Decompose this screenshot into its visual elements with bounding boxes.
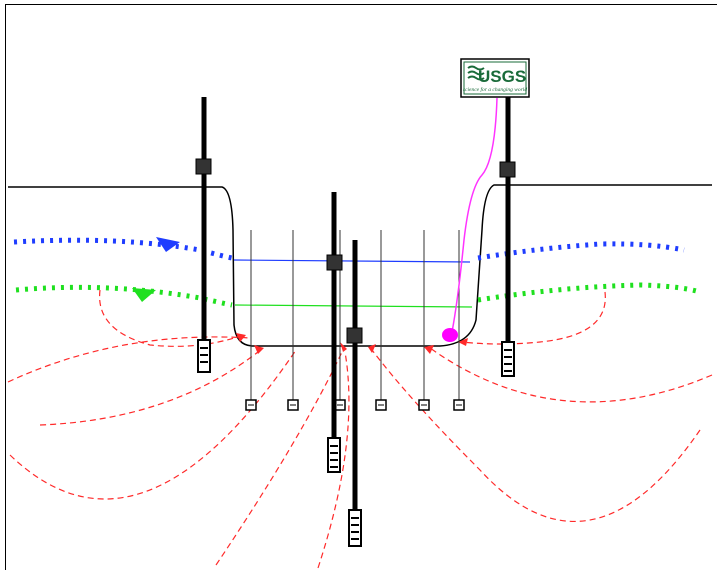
flow-line-4 bbox=[9, 349, 297, 500]
well-junction-boxes bbox=[195, 158, 516, 344]
flow-line-3 bbox=[39, 351, 259, 426]
water-table-lower-left bbox=[15, 284, 233, 308]
water-table-upper-left bbox=[13, 237, 233, 261]
flow-lines bbox=[7, 289, 713, 569]
flow-line-2 bbox=[7, 336, 251, 383]
usgs-logo-tagline: science for a changing world bbox=[463, 86, 527, 93]
flow-direction-arrow-green bbox=[132, 288, 156, 302]
usgs-wave-icon bbox=[467, 65, 485, 81]
flow-line-1 bbox=[99, 289, 241, 347]
lakebed-piezometers bbox=[250, 230, 460, 402]
well-screen-center-b bbox=[348, 509, 362, 547]
flow-line-6 bbox=[317, 351, 350, 569]
sampling-tube bbox=[451, 97, 498, 333]
flow-line-7 bbox=[371, 349, 701, 522]
diagram-frame bbox=[5, 4, 717, 570]
lake-level-upper bbox=[233, 259, 471, 263]
water-table-lower-right bbox=[477, 282, 701, 303]
water-table-upper-right bbox=[477, 241, 685, 261]
flow-direction-arrow-blue bbox=[156, 237, 180, 252]
usgs-logo-text: USGS bbox=[478, 67, 526, 86]
observation-wells bbox=[201, 97, 511, 510]
ground-surface-line bbox=[8, 184, 712, 347]
flow-line-9 bbox=[461, 291, 606, 345]
flow-arrowheads bbox=[236, 333, 468, 354]
sampler-tip bbox=[442, 328, 458, 342]
flow-line-8 bbox=[429, 347, 713, 403]
well-screen-slots bbox=[200, 347, 512, 540]
usgs-logo: USGS science for a changing world bbox=[460, 58, 530, 98]
flow-line-5 bbox=[215, 351, 343, 566]
